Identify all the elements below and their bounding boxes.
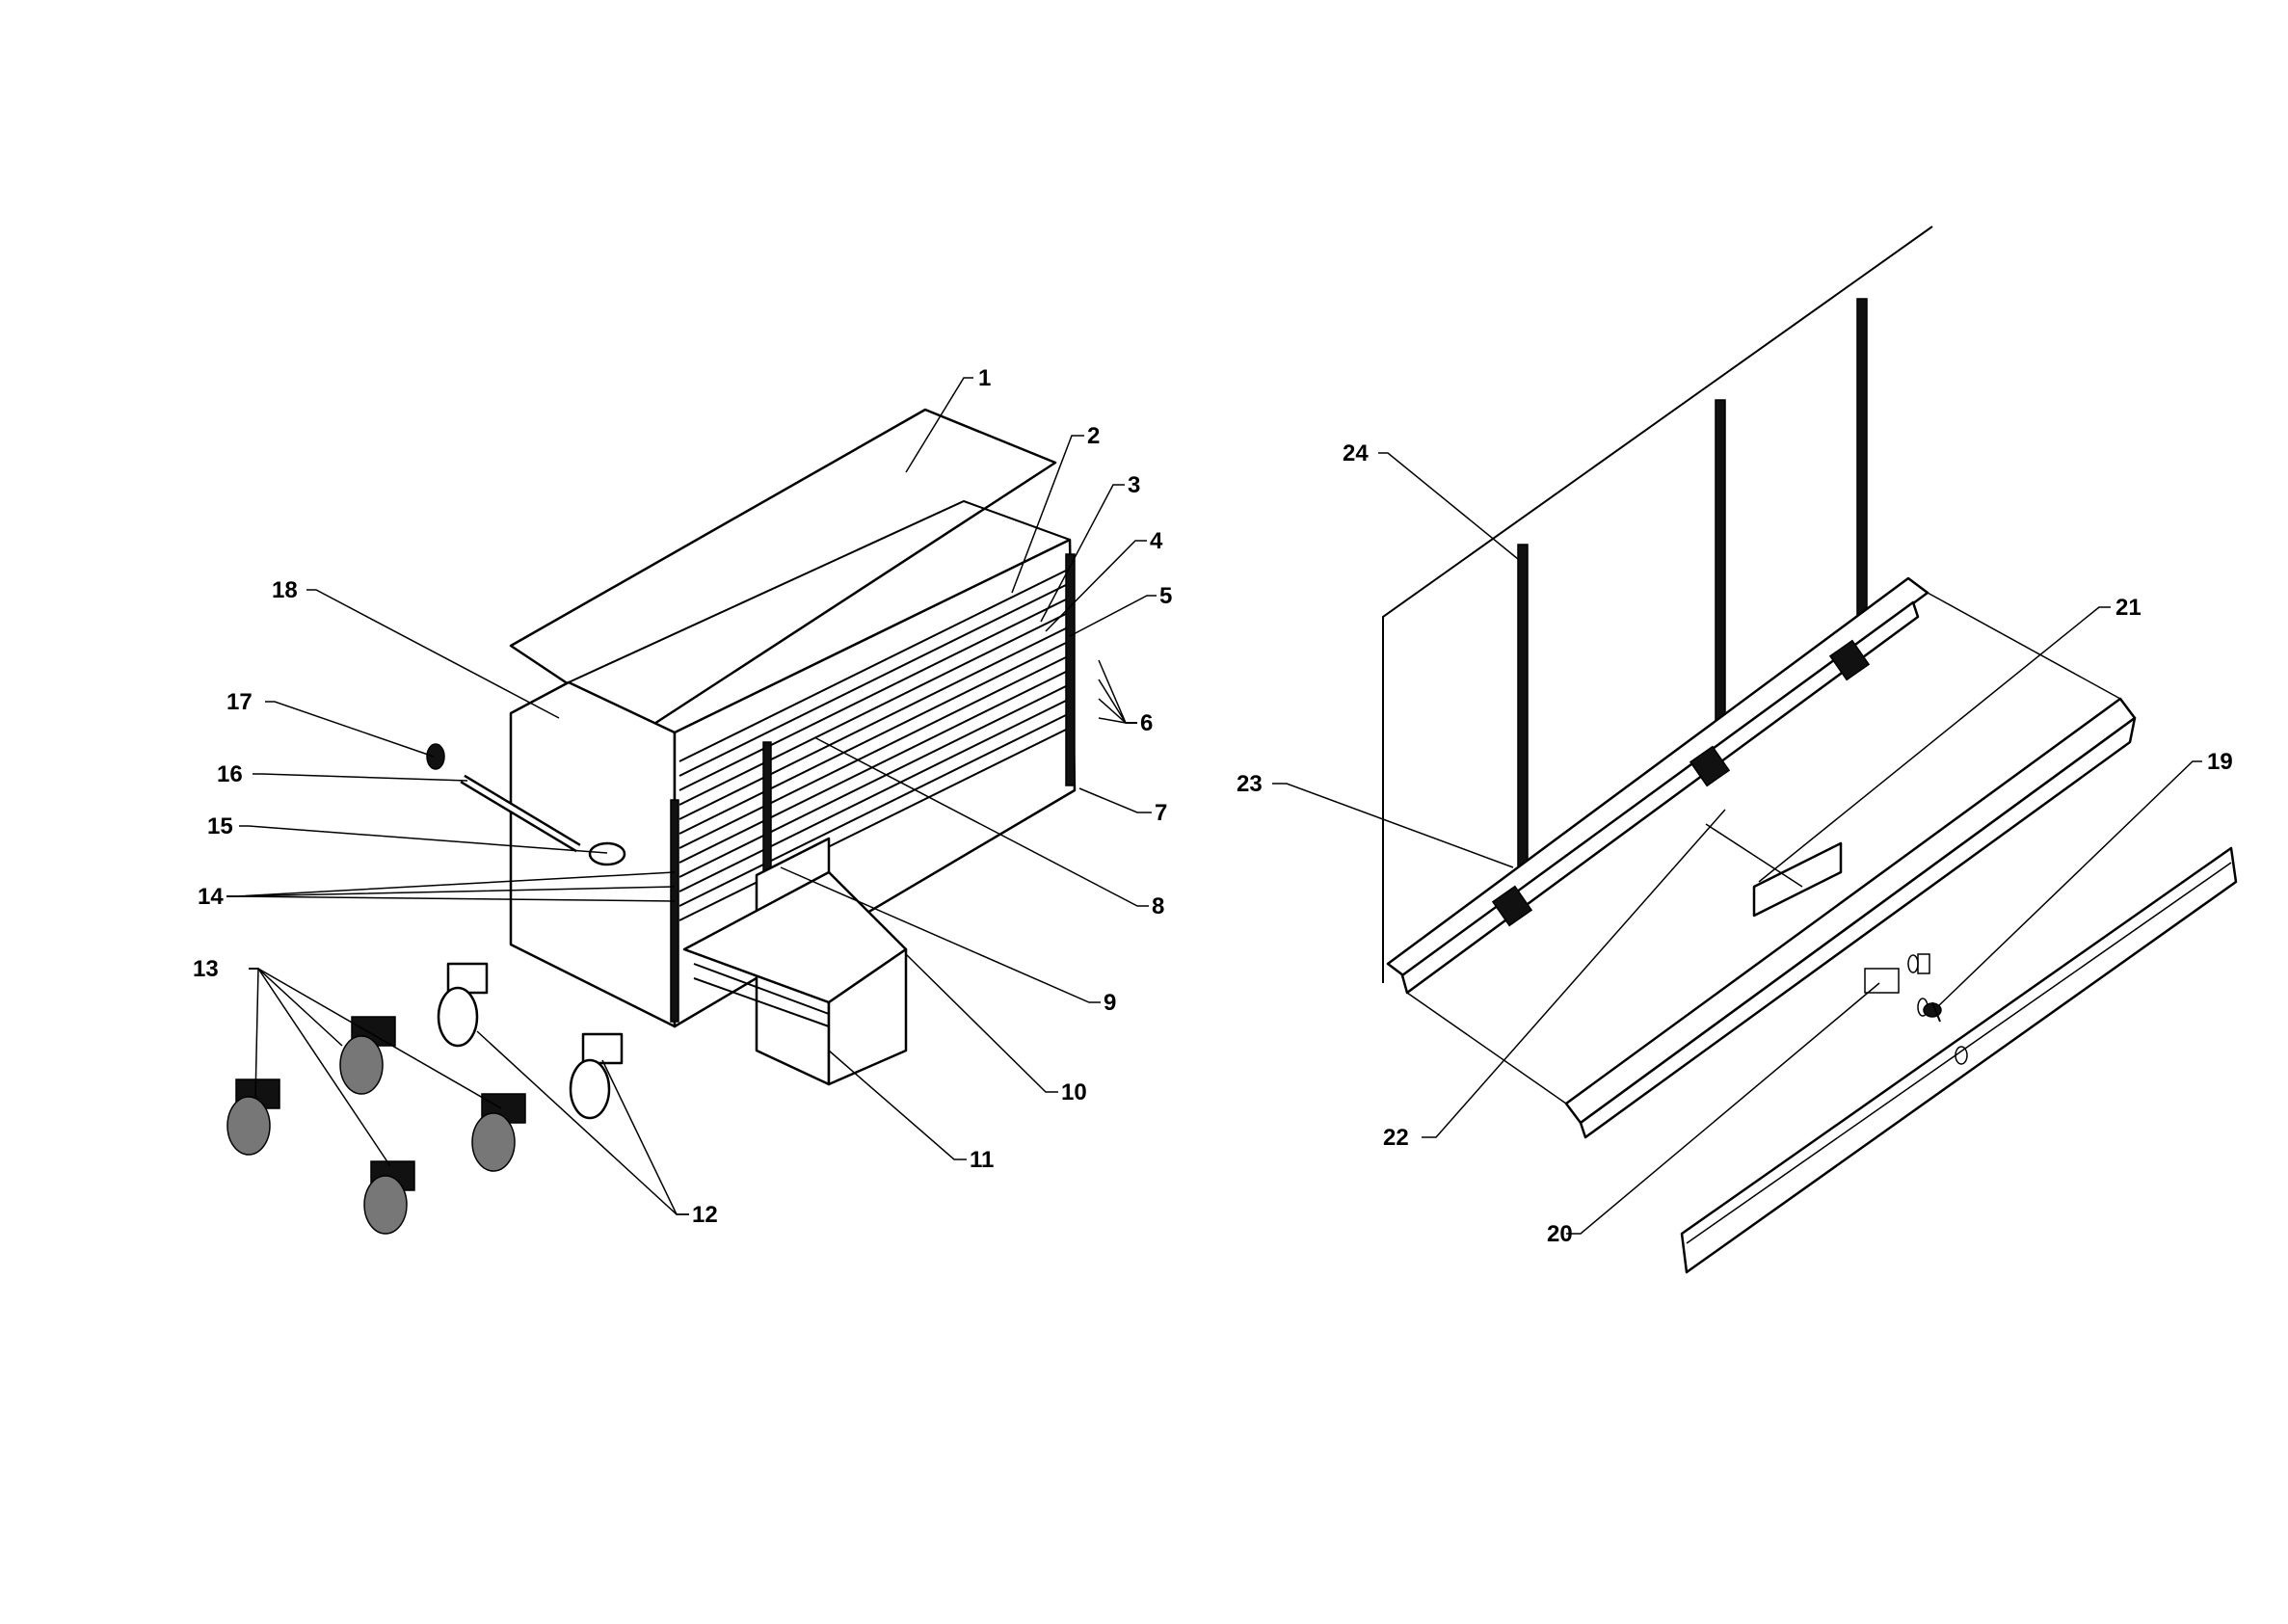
back-panel-assembly	[1382, 226, 2238, 1274]
callout-24: 24	[1343, 440, 1369, 466]
corner-trim-left	[670, 799, 679, 1023]
callout-4: 4	[1150, 528, 1163, 554]
leader-lines	[226, 377, 2202, 1235]
hinge-bracket-3	[1828, 639, 1871, 681]
drawer-fronts	[678, 568, 1071, 921]
caster-fixed-1	[437, 962, 489, 1048]
caster-swivel-3	[226, 1078, 280, 1156]
clip-hardware	[1864, 953, 1930, 1017]
callout-5: 5	[1159, 583, 1172, 609]
callout-15: 15	[207, 813, 233, 839]
cabinet-assembly	[226, 408, 1077, 1235]
callout-21: 21	[2115, 595, 2142, 621]
latch-plate	[1752, 841, 1843, 918]
callout-19: 19	[2207, 749, 2233, 775]
caster-swivel-2	[471, 1093, 526, 1172]
post-right	[1856, 298, 1868, 627]
callout-16: 16	[217, 761, 243, 787]
callout-11: 11	[970, 1147, 994, 1173]
hinge-bracket-2	[1689, 745, 1731, 787]
callout-12: 12	[692, 1202, 718, 1228]
corner-trim-right	[1065, 553, 1076, 786]
callout-22: 22	[1383, 1125, 1409, 1151]
callout-1: 1	[978, 365, 991, 391]
callout-17: 17	[226, 689, 253, 715]
caster-swivel-4	[363, 1160, 415, 1235]
callout-9: 9	[1104, 990, 1116, 1016]
callout-7: 7	[1155, 800, 1167, 826]
bottom-trim-bar	[1680, 846, 2238, 1274]
hinge-bracket-1	[1491, 885, 1533, 927]
caster-fixed-2	[569, 1032, 624, 1120]
lower-rail	[1564, 697, 2137, 1125]
callout-10: 10	[1061, 1079, 1087, 1105]
screw	[1923, 1001, 1942, 1023]
callout-8: 8	[1152, 893, 1164, 919]
lock	[588, 841, 626, 866]
handle-cap	[426, 743, 445, 770]
callout-3: 3	[1128, 472, 1140, 498]
caster-swivel-1	[339, 1016, 396, 1095]
post-left	[1517, 544, 1529, 868]
callout-13: 13	[193, 956, 219, 982]
callout-20: 20	[1547, 1221, 1573, 1247]
callout-18: 18	[272, 577, 298, 603]
callout-labels: 1 2 3 4 5 6 7 8 9 10 11 12 13 14 15 16 1…	[193, 365, 2233, 1247]
post-center	[1715, 399, 1726, 748]
callout-23: 23	[1237, 771, 1263, 797]
callout-2: 2	[1087, 423, 1100, 449]
back-panel	[1382, 226, 1933, 983]
callout-6: 6	[1140, 710, 1153, 736]
callout-14: 14	[198, 884, 224, 910]
drawer	[682, 837, 908, 1086]
